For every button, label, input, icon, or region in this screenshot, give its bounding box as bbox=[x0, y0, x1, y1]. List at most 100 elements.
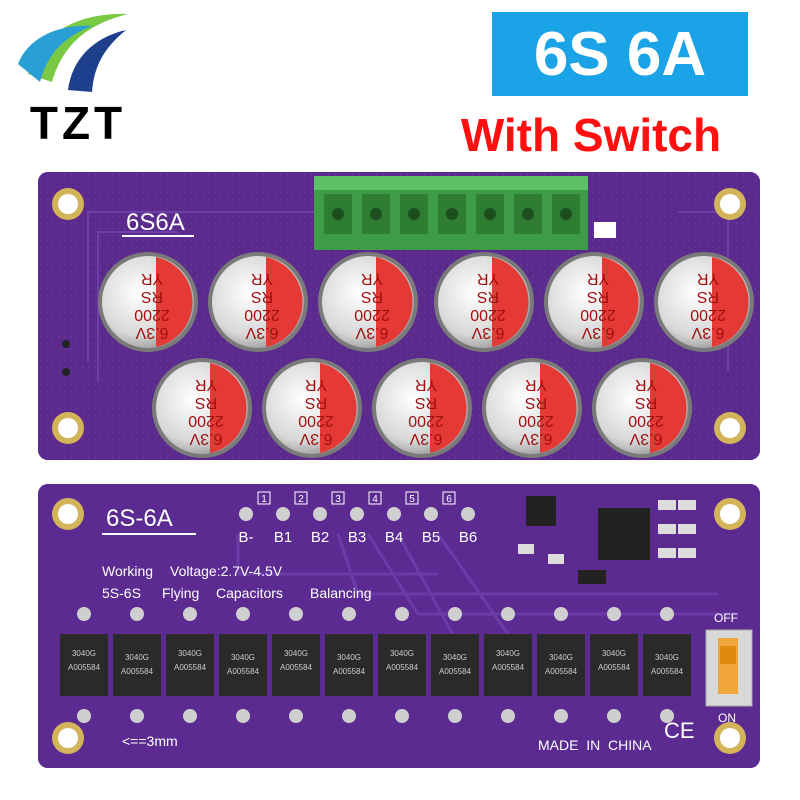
balance-pad: B1 bbox=[274, 507, 292, 546]
mounting-hole bbox=[714, 188, 746, 220]
svg-text:A005584: A005584 bbox=[651, 667, 684, 676]
capacitor-marking: YR bbox=[525, 376, 547, 393]
svg-text:3040G: 3040G bbox=[72, 649, 96, 658]
capacitor-marking: 6.3V bbox=[691, 324, 724, 341]
terminal-screw bbox=[476, 194, 504, 234]
polarity-mark bbox=[594, 222, 616, 238]
capacitor-marking: RS bbox=[251, 288, 273, 305]
capacitor-marking: 2200 bbox=[188, 412, 224, 429]
terminal-screw bbox=[362, 194, 390, 234]
capacitor-marking: RS bbox=[525, 394, 547, 411]
svg-text:A005584: A005584 bbox=[492, 663, 525, 672]
capacitor-marking: 6.3V bbox=[245, 324, 278, 341]
balance-pad-label: B1 bbox=[274, 529, 292, 546]
svg-text:A005584: A005584 bbox=[386, 663, 419, 672]
capacitor-marking: 6.3V bbox=[189, 430, 222, 447]
svg-text:3040G: 3040G bbox=[549, 653, 573, 662]
mounting-hole bbox=[52, 188, 84, 220]
capacitor-marking: YR bbox=[195, 376, 217, 393]
mosfet-chip: 3040G A005584 bbox=[590, 607, 638, 723]
spec-capacitors: Capacitors bbox=[216, 585, 283, 601]
svg-text:3040G: 3040G bbox=[655, 653, 679, 662]
terminal-screw bbox=[438, 194, 466, 234]
mosfet-chip: 3040G A005584 bbox=[431, 607, 479, 723]
capacitor-marking: YR bbox=[251, 270, 273, 287]
svg-text:3040G: 3040G bbox=[125, 653, 149, 662]
capacitor-marking: 2200 bbox=[134, 306, 170, 323]
mounting-hole bbox=[714, 722, 746, 754]
svg-text:3040G: 3040G bbox=[602, 649, 626, 658]
balance-pad-label: B5 bbox=[422, 529, 440, 546]
pad-number-box: 4 bbox=[368, 491, 382, 505]
pad-number-box: 3 bbox=[331, 491, 345, 505]
capacitor-marking: 6.3V bbox=[581, 324, 614, 341]
spec-voltage: Voltage:2.7V-4.5V bbox=[170, 563, 283, 579]
mounting-hole bbox=[52, 722, 84, 754]
balance-pad: B2 bbox=[311, 507, 329, 546]
svg-text:2: 2 bbox=[298, 494, 304, 505]
svg-text:3040G: 3040G bbox=[390, 649, 414, 658]
switch-on-label: ON bbox=[718, 711, 736, 725]
mosfet-chip: 3040G A005584 bbox=[60, 607, 108, 723]
smd-components bbox=[518, 496, 696, 584]
svg-text:6: 6 bbox=[446, 494, 452, 505]
spec-flying: Flying bbox=[162, 585, 199, 601]
capacitor-marking: 6.3V bbox=[135, 324, 168, 341]
capacitor-marking: 2200 bbox=[580, 306, 616, 323]
power-slide-switch[interactable] bbox=[705, 629, 753, 707]
capacitor-marking: RS bbox=[587, 288, 609, 305]
capacitor-marking: YR bbox=[697, 270, 719, 287]
mounting-hole bbox=[714, 412, 746, 444]
svg-text:3040G: 3040G bbox=[443, 653, 467, 662]
svg-text:1: 1 bbox=[261, 494, 267, 505]
capacitor-marking: YR bbox=[635, 376, 657, 393]
balance-pad: B5 bbox=[422, 507, 440, 546]
terminal-screw bbox=[514, 194, 542, 234]
capacitor-marking: RS bbox=[195, 394, 217, 411]
pad-number-box: 6 bbox=[442, 491, 456, 505]
capacitor-marking: RS bbox=[141, 288, 163, 305]
origin-label: MADE IN CHINA bbox=[538, 737, 652, 753]
balance-pad: B6 bbox=[459, 507, 477, 546]
balance-pad-label: B4 bbox=[385, 529, 403, 546]
spec-balancing: Balancing bbox=[310, 585, 372, 601]
capacitor-marking: YR bbox=[361, 270, 383, 287]
svg-text:A005584: A005584 bbox=[598, 663, 631, 672]
mounting-hole bbox=[52, 412, 84, 444]
capacitor-marking: 2200 bbox=[518, 412, 554, 429]
mounting-hole bbox=[52, 498, 84, 530]
capacitor-marking: YR bbox=[141, 270, 163, 287]
capacitor-marking: 2200 bbox=[470, 306, 506, 323]
ce-mark: CE bbox=[664, 718, 695, 743]
capacitor-marking: 2200 bbox=[408, 412, 444, 429]
svg-text:A005584: A005584 bbox=[439, 667, 472, 676]
model-badge: 6S 6A bbox=[492, 12, 748, 96]
capacitor-marking: YR bbox=[587, 270, 609, 287]
mosfet-chip: 3040G A005584 bbox=[378, 607, 426, 723]
capacitor-marking: YR bbox=[305, 376, 327, 393]
svg-text:A005584: A005584 bbox=[68, 663, 101, 672]
capacitor-marking: 2200 bbox=[628, 412, 664, 429]
pad-number-box: 5 bbox=[405, 491, 419, 505]
capacitor-marking: 6.3V bbox=[471, 324, 504, 341]
capacitor-marking: 6.3V bbox=[629, 430, 662, 447]
pad-number-box: 1 bbox=[257, 491, 271, 505]
capacitor-marking: RS bbox=[361, 288, 383, 305]
capacitor-marking: RS bbox=[305, 394, 327, 411]
spec-working: Working bbox=[102, 563, 153, 579]
svg-text:A005584: A005584 bbox=[333, 667, 366, 676]
